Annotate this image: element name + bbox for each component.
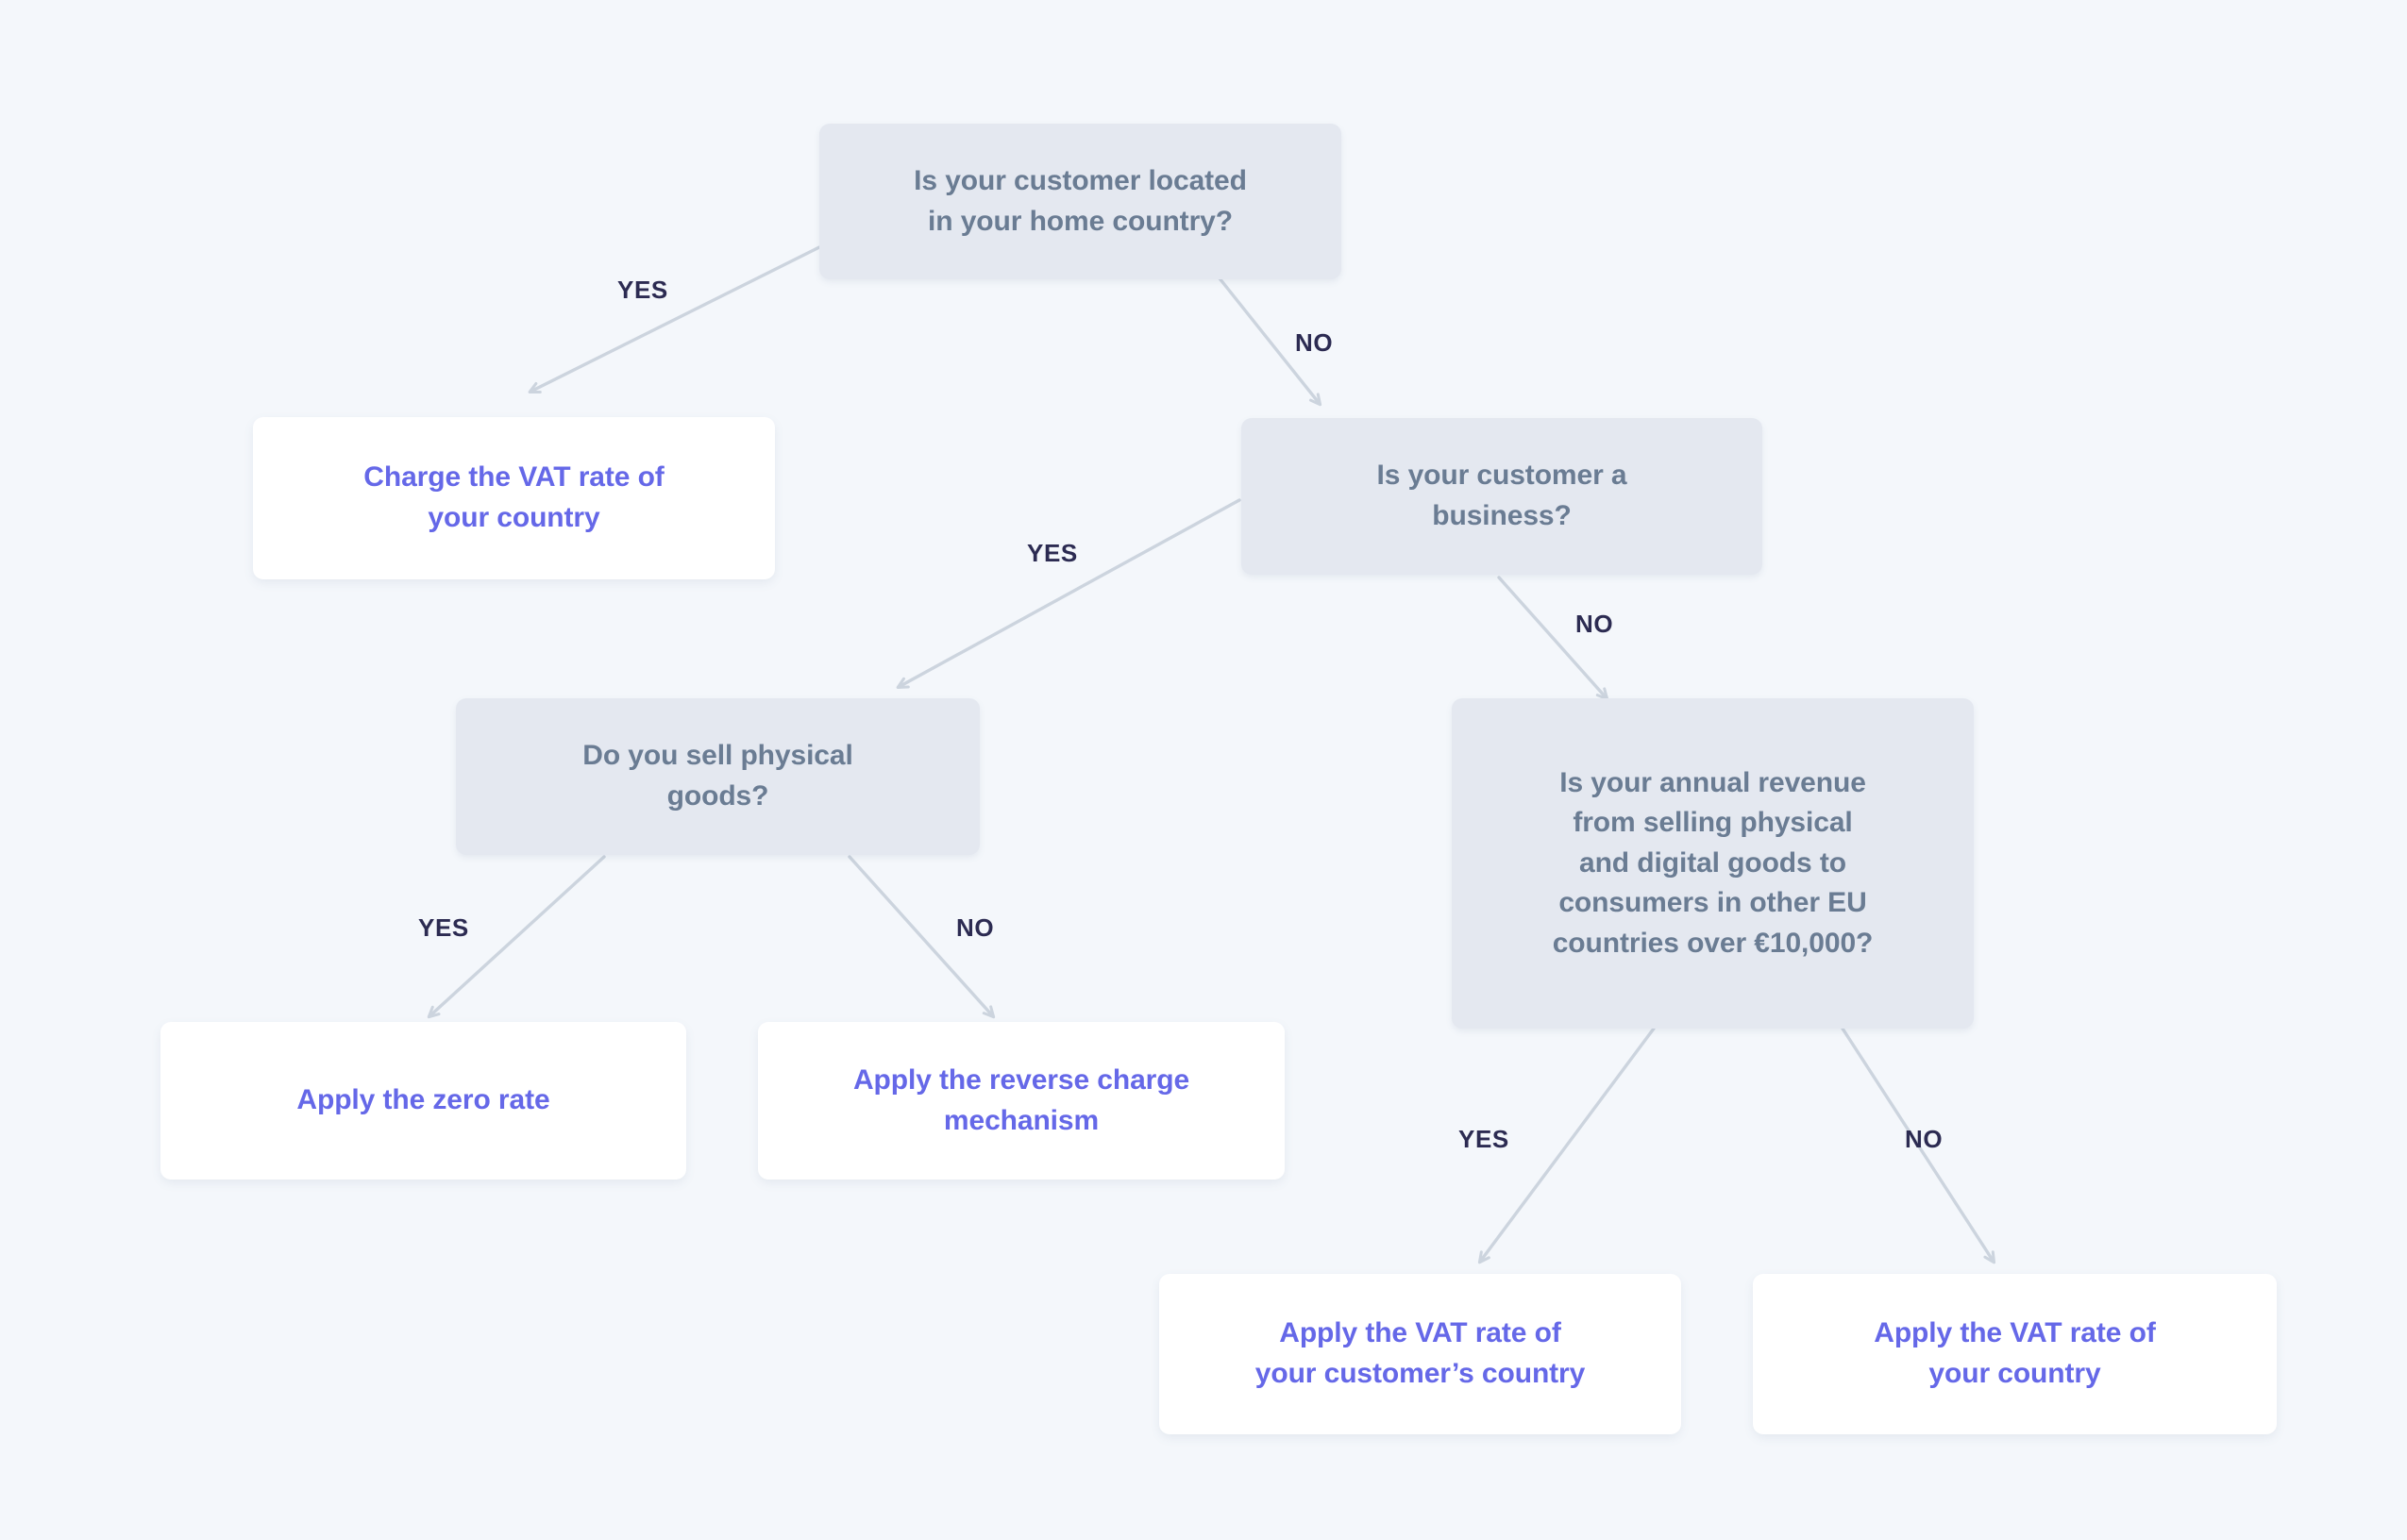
node-apply-reverse-charge-mechanism[interactable]: Apply the reverse charge mechanism (758, 1022, 1285, 1180)
node-annual-revenue-threshold[interactable]: Is your annual revenue from selling phys… (1452, 698, 1974, 1029)
edge-label-home-yes: YES (617, 276, 668, 304)
edge-label-business-yes: YES (1027, 539, 1078, 567)
node-do-you-sell-physical-goods[interactable]: Do you sell physical goods? (456, 698, 980, 855)
edge-home-yes (528, 245, 821, 393)
node-charge-vat-rate-your-country[interactable]: Charge the VAT rate of your country (253, 417, 775, 579)
edge-label-business-no: NO (1575, 610, 1614, 638)
edge-business-yes (896, 498, 1241, 689)
node-apply-vat-rate-customer-country[interactable]: Apply the VAT rate of your customer’s co… (1159, 1274, 1681, 1434)
node-is-customer-a-business[interactable]: Is your customer a business? (1241, 418, 1762, 575)
node-is-customer-in-home-country[interactable]: Is your customer located in your home co… (819, 124, 1341, 279)
edge-label-goods-yes: YES (418, 913, 469, 942)
edge-label-revenue-yes: YES (1458, 1125, 1509, 1153)
node-apply-zero-rate[interactable]: Apply the zero rate (160, 1022, 686, 1180)
edge-label-revenue-no: NO (1905, 1125, 1944, 1153)
edge-label-goods-no: NO (956, 913, 995, 942)
node-apply-vat-rate-your-country[interactable]: Apply the VAT rate of your country (1753, 1274, 2277, 1434)
edge-label-home-no: NO (1295, 328, 1334, 357)
